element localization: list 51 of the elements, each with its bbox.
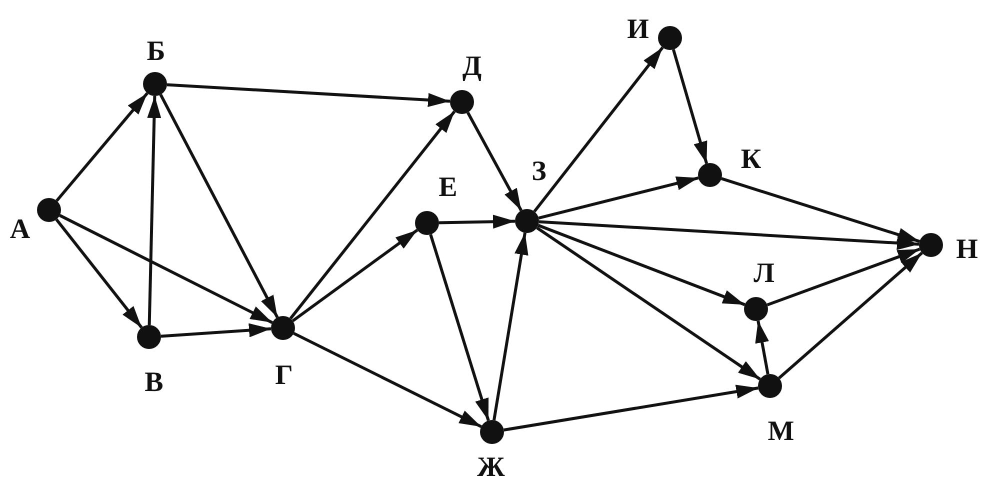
vertex-dot [450,90,474,114]
arrow [466,112,523,212]
arrow [55,218,143,329]
arrow [492,232,528,420]
arrow [672,49,708,164]
arrow [538,176,699,220]
arrow [289,110,456,320]
arrow [438,214,516,229]
vertex-dot [37,198,61,222]
vertex-label: Д [462,53,482,81]
arrow [766,248,920,306]
vertex-label: М [768,418,794,446]
arrow [160,323,272,338]
vertex-dot [658,26,682,50]
vertex-label: Е [438,174,458,202]
vertex-dot [744,297,768,321]
arrow [538,224,746,306]
arrow [293,332,482,428]
arrow [292,228,418,322]
vertex-label: Н [956,236,978,264]
arrow [755,320,770,374]
vertex-dot [758,374,782,398]
arrow [533,46,664,212]
vertex-dot [919,233,943,257]
arrow [538,220,920,250]
arrow [720,177,920,243]
arrow [778,252,923,380]
arrow [59,214,273,324]
arrow [56,92,148,202]
vertex-label: И [627,16,649,44]
vertex-dot [480,420,504,444]
arrow [159,94,279,318]
vertex-label: А [10,216,30,244]
vertex-dot [143,72,167,96]
vertex-dot [515,209,539,233]
vertex-label: З [532,158,546,186]
vertex-label: Г [275,362,293,390]
vertex-dot [271,316,295,340]
arrow [536,226,761,381]
arrow [504,384,758,432]
vertex-dot [415,211,439,235]
vertex-label: Б [146,38,166,66]
arrow [147,96,162,326]
arrow [429,234,490,421]
arrow [166,83,450,107]
vertex-label: К [740,146,762,174]
vertex-label: Л [754,260,774,288]
vertex-dot [137,325,161,349]
vertex-label: В [144,369,164,397]
vertex-dot [698,163,722,187]
vertex-label: Ж [477,454,505,482]
